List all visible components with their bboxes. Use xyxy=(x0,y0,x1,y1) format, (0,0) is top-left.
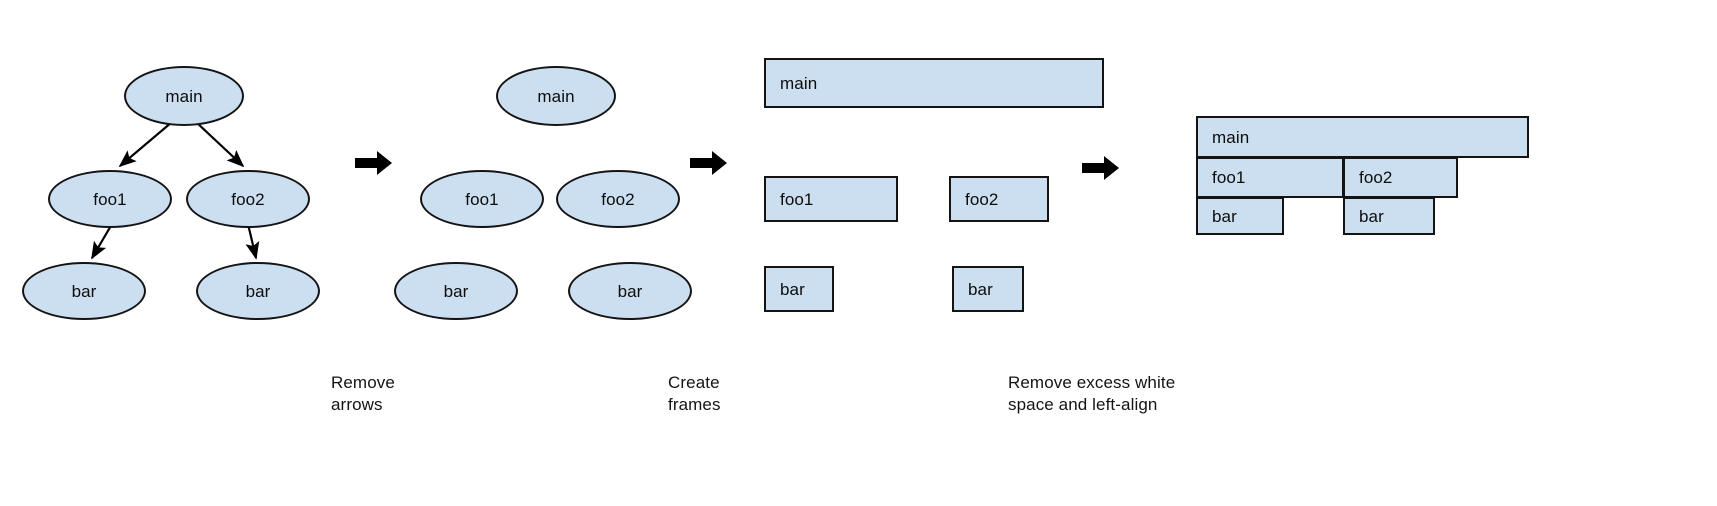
flame-node-main[interactable]: main xyxy=(1196,116,1529,158)
noarrow-node-foo1[interactable]: foo1 xyxy=(420,170,544,228)
right-arrow-icon xyxy=(1082,156,1119,180)
tree-node-foo1[interactable]: foo1 xyxy=(48,170,172,228)
right-arrow-icon xyxy=(690,151,727,175)
step-arrow-create-frames xyxy=(690,150,728,176)
noarrow-node-foo2[interactable]: foo2 xyxy=(556,170,680,228)
caption-remove-arrows: Remove arrows xyxy=(331,373,395,414)
node-label: foo1 xyxy=(465,189,499,209)
flame-node-bar-right[interactable]: bar xyxy=(1343,197,1435,235)
node-label: foo2 xyxy=(231,189,265,209)
node-label: bar xyxy=(245,281,271,301)
node-label: foo2 xyxy=(965,189,999,209)
node-label: bar xyxy=(1359,206,1384,226)
tree-node-foo2[interactable]: foo2 xyxy=(186,170,310,228)
node-label: main xyxy=(780,73,818,93)
tree-node-bar-right[interactable]: bar xyxy=(196,262,320,320)
node-label: main xyxy=(537,86,575,106)
edge-foo2-to-bar xyxy=(245,223,260,260)
edge-foo1-to-bar xyxy=(91,223,113,260)
flame-node-foo1[interactable]: foo1 xyxy=(1196,157,1344,198)
node-label: bar xyxy=(780,279,805,299)
node-label: main xyxy=(165,86,203,106)
tree-node-main[interactable]: main xyxy=(124,66,244,126)
node-label: main xyxy=(1212,127,1250,147)
noarrow-node-bar-right[interactable]: bar xyxy=(568,262,692,320)
frame-node-bar-left[interactable]: bar xyxy=(764,266,834,312)
caption-remove-whitespace: Remove excess white space and left-align xyxy=(1008,373,1176,414)
frame-node-bar-right[interactable]: bar xyxy=(952,266,1024,312)
right-arrow-icon xyxy=(355,151,392,175)
frame-node-foo2[interactable]: foo2 xyxy=(949,176,1049,222)
tree-node-bar-left[interactable]: bar xyxy=(22,262,146,320)
edge-main-to-foo2 xyxy=(195,121,245,168)
node-label: foo1 xyxy=(1212,168,1246,187)
flame-node-foo2[interactable]: foo2 xyxy=(1343,157,1458,198)
flame-node-bar-left[interactable]: bar xyxy=(1196,197,1284,235)
node-label: bar xyxy=(71,281,97,301)
node-label: foo2 xyxy=(601,189,635,209)
node-label: bar xyxy=(617,281,643,301)
edge-main-to-foo1 xyxy=(118,121,173,168)
frame-node-foo1[interactable]: foo1 xyxy=(764,176,898,222)
noarrow-node-bar-left[interactable]: bar xyxy=(394,262,518,320)
node-label: bar xyxy=(968,279,993,299)
caption-create-frames: Create frames xyxy=(668,373,721,414)
noarrow-node-main[interactable]: main xyxy=(496,66,616,126)
frame-node-main[interactable]: main xyxy=(764,58,1104,108)
step-arrow-remove-arrows xyxy=(355,150,393,176)
node-label: foo1 xyxy=(93,189,127,209)
node-label: foo2 xyxy=(1359,168,1393,187)
node-label: bar xyxy=(1212,206,1237,226)
node-label: bar xyxy=(443,281,469,301)
node-label: foo1 xyxy=(780,189,814,209)
step-arrow-remove-whitespace xyxy=(1082,155,1120,181)
